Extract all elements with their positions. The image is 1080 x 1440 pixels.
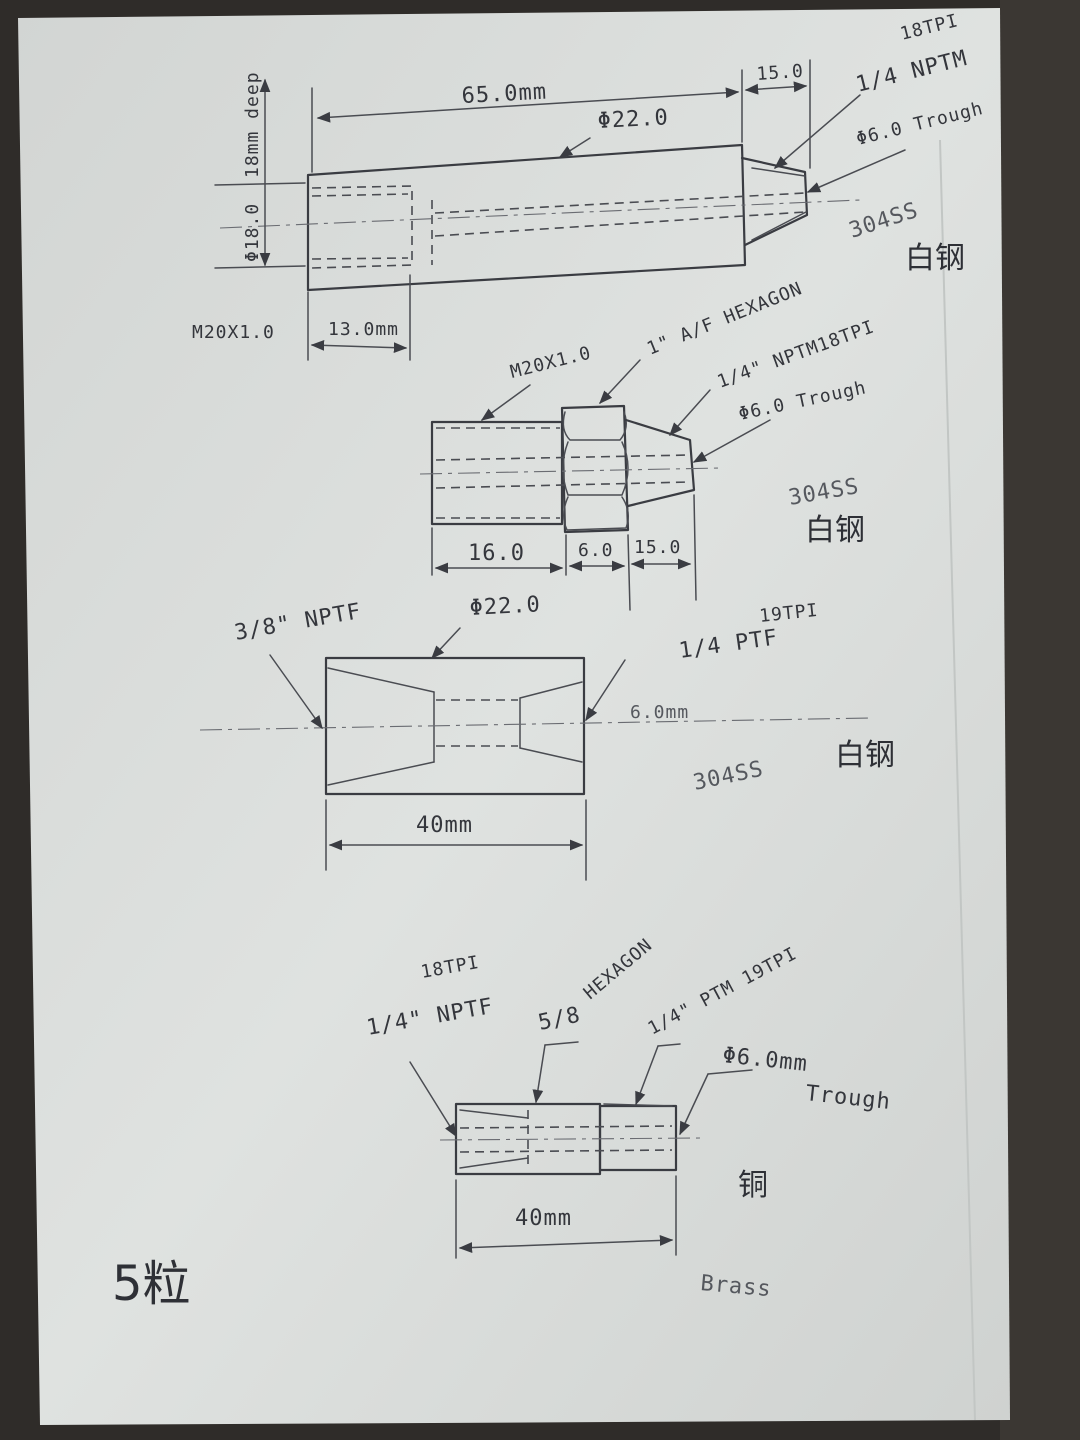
part2-hexagon-outline	[560, 404, 630, 534]
part2-dim-c-label: 15.0	[634, 537, 681, 558]
part3-diameter-label: Φ22.0	[469, 592, 541, 621]
part3-material-cn-label: 白钢	[835, 738, 895, 773]
part2-dim-b-label: 6.0	[578, 540, 614, 561]
part1-body-outline	[306, 143, 747, 292]
part3-body-outline	[324, 656, 586, 796]
part2-taper-outline	[624, 418, 696, 508]
part1-taper-outline	[740, 156, 809, 247]
part3-hole-label: 6.0mm	[630, 702, 689, 723]
part4-material-label: Brass	[699, 1271, 772, 1302]
part4-length-label: 40mm	[515, 1206, 572, 1231]
quantity-label: 5粒	[112, 1256, 191, 1312]
part3-length-label: 40mm	[416, 813, 473, 838]
part1-bore-depth-label: 18mm deep	[242, 71, 263, 178]
part1-bore-diameter-label: Φ18.0	[242, 203, 263, 262]
part2-threaded-section	[430, 420, 564, 526]
part1-thread-length-label: 13.0mm	[328, 319, 399, 340]
paper-fold-line	[939, 139, 976, 1421]
part4-material-cn-label: 铜	[738, 1168, 768, 1203]
part2-dim-a-label: 16.0	[468, 541, 525, 566]
part1-material-cn-label: 白钢	[905, 241, 965, 276]
desk-edge	[1000, 0, 1080, 1440]
part1-taper-length-label: 15.0	[756, 61, 805, 85]
part1-diameter-label: Φ22.0	[597, 105, 669, 134]
part2-material-cn-label: 白钢	[805, 513, 865, 548]
paper-sheet	[18, 8, 1010, 1425]
part1-inner-thread-label: M20X1.0	[192, 322, 275, 343]
part1-length-label: 65.0mm	[461, 80, 548, 109]
